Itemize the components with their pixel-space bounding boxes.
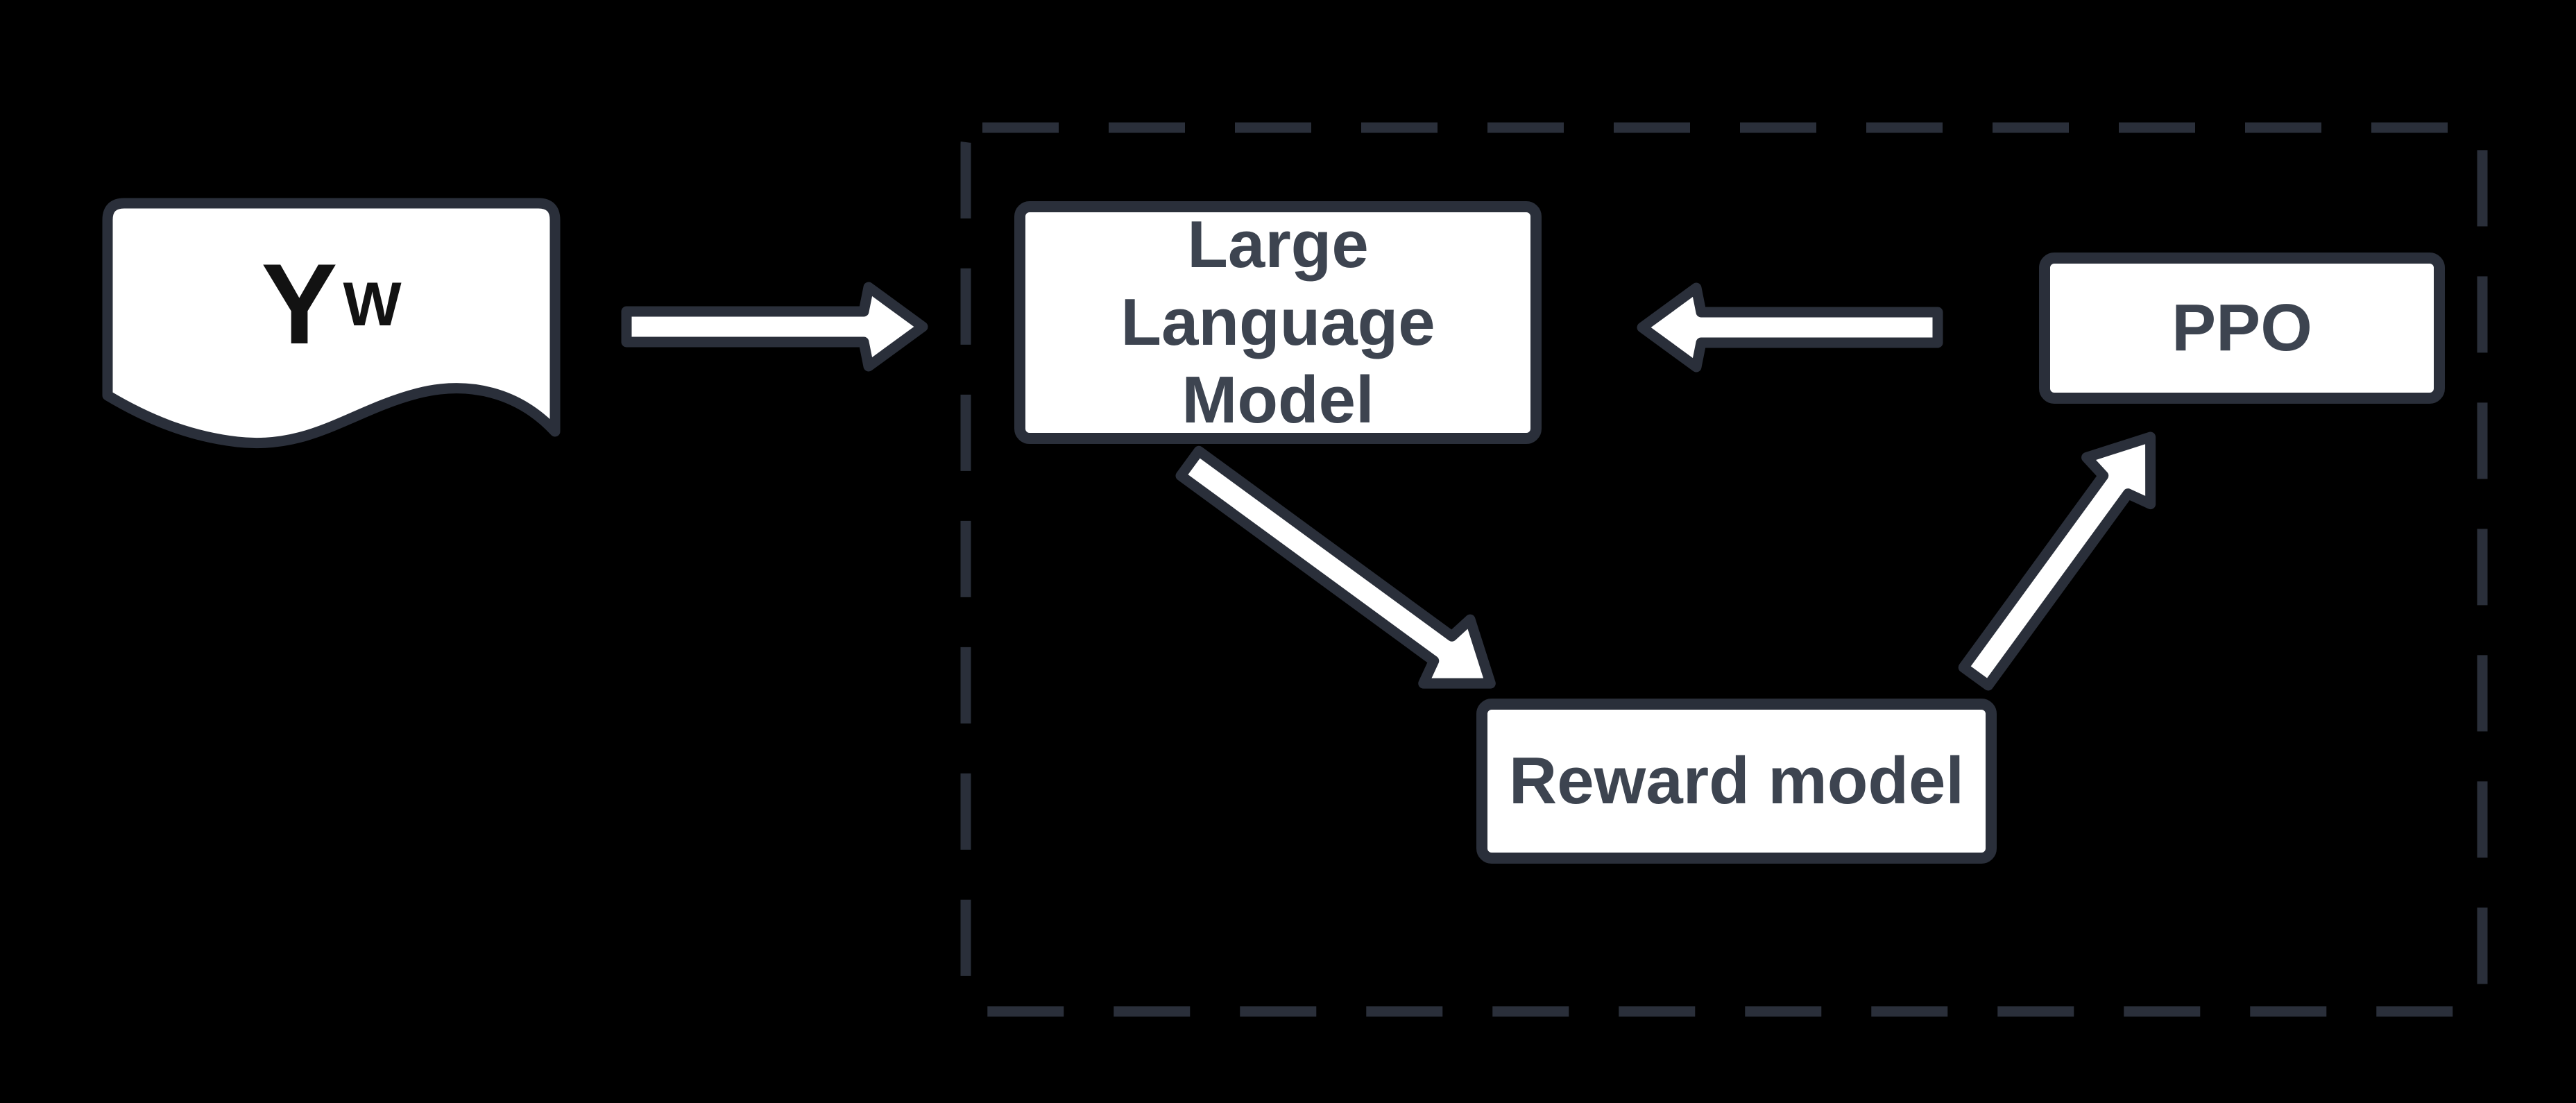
preferred-output-symbol: Y	[261, 239, 338, 368]
llm-node: Large Language Model	[1014, 201, 1542, 444]
arrow-reward-to-ppo-icon	[1958, 431, 2156, 691]
training-loop-dashed-container	[960, 122, 2488, 1017]
ppo-node: PPO	[2039, 253, 2445, 404]
llm-node-label-line1: Large Language	[1120, 207, 1435, 359]
arrow-llm-to-reward-icon	[1175, 445, 1496, 689]
arrow-ppo-to-llm-icon	[1637, 282, 1943, 373]
llm-node-label-line2: Model	[1182, 363, 1374, 438]
reward-model-node-label: Reward model	[1508, 743, 1965, 818]
arrow-doc-to-llm-icon	[621, 282, 928, 372]
reward-model-node: Reward model	[1476, 699, 1997, 864]
document-shape	[102, 198, 561, 449]
preferred-output-subscript: W	[343, 268, 402, 339]
ppo-node-label: PPO	[2172, 290, 2312, 365]
